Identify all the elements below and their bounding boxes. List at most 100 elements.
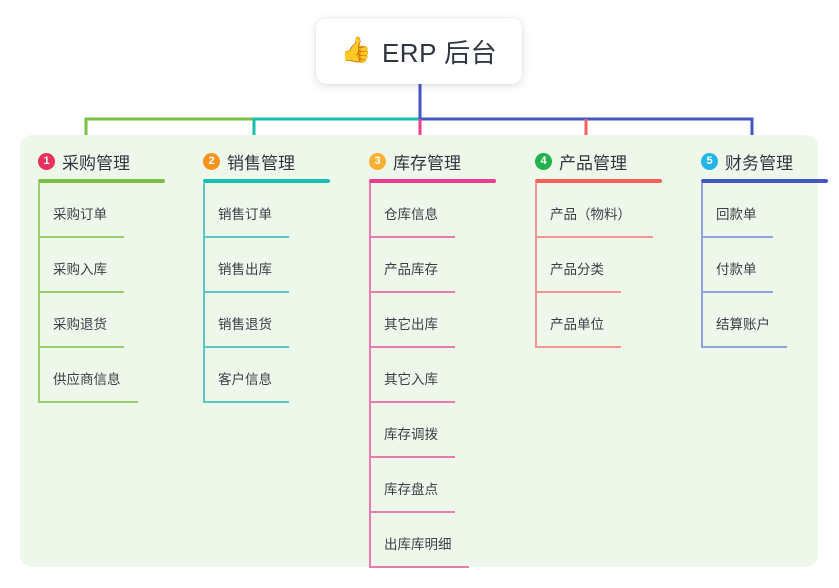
node-item[interactable]: 销售出库 (185, 238, 330, 293)
node-item-rule (38, 346, 124, 348)
node-item-label: 销售退货 (218, 317, 272, 332)
column-items-sales: 销售订单销售出库销售退货客户信息 (185, 183, 330, 403)
node-item-rule (369, 456, 455, 458)
column-header-product[interactable]: 4 产品管理 (517, 148, 662, 174)
node-item-label: 销售出库 (218, 262, 272, 277)
node-item-label: 客户信息 (218, 372, 272, 387)
node-item-label: 采购退货 (53, 317, 107, 332)
node-item-rule (203, 346, 289, 348)
node-item-label: 供应商信息 (53, 372, 121, 387)
node-item-label: 库存盘点 (384, 482, 438, 497)
column-header-finance[interactable]: 5 财务管理 (683, 148, 828, 174)
node-item[interactable]: 采购退货 (20, 293, 165, 348)
node-item-label: 产品（物料） (550, 207, 631, 222)
column-badge-finance: 5 (701, 152, 718, 170)
column-rule-procurement (38, 179, 165, 183)
root-title: ERP 后台 (381, 37, 498, 68)
node-item-rule (701, 236, 773, 238)
column-spine-product (535, 183, 537, 348)
node-item[interactable]: 产品库存 (351, 238, 496, 293)
node-item-rule (203, 236, 289, 238)
node-item[interactable]: 结算账户 (683, 293, 828, 348)
node-item-label: 仓库信息 (384, 207, 438, 222)
column-badge-product: 4 (535, 152, 552, 170)
node-item-label: 出库库明细 (384, 537, 452, 552)
column-rule-sales (203, 179, 330, 183)
column-procurement: 1 采购管理采购订单采购入库采购退货供应商信息 (20, 148, 165, 403)
column-badge-inventory: 3 (369, 152, 386, 170)
node-item[interactable]: 其它入库 (351, 348, 496, 403)
column-rule-finance (701, 179, 828, 183)
column-items-product: 产品（物料） 产品分类产品单位 (517, 183, 662, 348)
node-item[interactable]: 回款单 (683, 183, 828, 238)
node-item-rule (369, 236, 455, 238)
column-title-sales: 销售管理 (227, 153, 295, 173)
node-item-label: 其它出库 (384, 317, 438, 332)
node-item[interactable]: 库存盘点 (351, 458, 496, 513)
column-header-procurement[interactable]: 1 采购管理 (20, 148, 165, 174)
column-badge-sales: 2 (203, 152, 220, 170)
node-item[interactable]: 仓库信息 (351, 183, 496, 238)
column-inventory: 3 库存管理仓库信息产品库存其它出库其它入库库存调拨库存盘点出库库明细 (351, 148, 496, 568)
node-item[interactable]: 销售订单 (185, 183, 330, 238)
branches-panel (20, 135, 818, 567)
column-product: 4 产品管理产品（物料） 产品分类产品单位 (517, 148, 662, 348)
node-item-rule (535, 291, 621, 293)
node-item[interactable]: 付款单 (683, 238, 828, 293)
node-item-rule (38, 401, 138, 403)
column-sales: 2 销售管理销售订单销售出库销售退货客户信息 (185, 148, 330, 403)
node-item-rule (38, 291, 124, 293)
node-item[interactable]: 销售退货 (185, 293, 330, 348)
node-item-rule (369, 291, 455, 293)
node-item[interactable]: 供应商信息 (20, 348, 165, 403)
node-item-rule (701, 346, 787, 348)
column-rule-product (535, 179, 662, 183)
root-node[interactable]: 👍 ERP 后台 (316, 18, 522, 84)
column-spine-finance (701, 183, 703, 348)
node-item-label: 回款单 (716, 207, 757, 222)
column-title-inventory: 库存管理 (393, 153, 461, 173)
node-item-rule (701, 291, 773, 293)
column-finance: 5 财务管理回款单付款单结算账户 (683, 148, 828, 348)
column-spine-sales (203, 183, 205, 403)
node-item-rule (369, 511, 455, 513)
column-items-procurement: 采购订单采购入库采购退货供应商信息 (20, 183, 165, 403)
node-item-rule (38, 236, 124, 238)
node-item-rule (535, 236, 653, 238)
node-item-label: 产品库存 (384, 262, 438, 277)
node-item-label: 采购入库 (53, 262, 107, 277)
node-item[interactable]: 采购入库 (20, 238, 165, 293)
node-item-label: 销售订单 (218, 207, 272, 222)
column-header-sales[interactable]: 2 销售管理 (185, 148, 330, 174)
node-item[interactable]: 出库库明细 (351, 513, 496, 568)
node-item[interactable]: 库存调拨 (351, 403, 496, 458)
thumbs-up-icon: 👍 (340, 35, 372, 64)
column-badge-procurement: 1 (38, 152, 55, 170)
node-item-label: 付款单 (716, 262, 757, 277)
node-item-label: 库存调拨 (384, 427, 438, 442)
node-item-rule (203, 401, 289, 403)
node-item[interactable]: 客户信息 (185, 348, 330, 403)
column-items-finance: 回款单付款单结算账户 (683, 183, 828, 348)
node-item[interactable]: 产品（物料） (517, 183, 662, 238)
node-item[interactable]: 采购订单 (20, 183, 165, 238)
node-item-rule (369, 401, 455, 403)
node-item-label: 产品单位 (550, 317, 604, 332)
node-item[interactable]: 产品单位 (517, 293, 662, 348)
node-item[interactable]: 产品分类 (517, 238, 662, 293)
node-item-label: 结算账户 (716, 317, 770, 332)
column-title-product: 产品管理 (559, 153, 627, 173)
node-item[interactable]: 其它出库 (351, 293, 496, 348)
column-header-inventory[interactable]: 3 库存管理 (351, 148, 496, 174)
node-item-label: 采购订单 (53, 207, 107, 222)
column-spine-inventory (369, 183, 371, 568)
node-item-rule (369, 566, 469, 568)
node-item-label: 其它入库 (384, 372, 438, 387)
node-item-rule (369, 346, 455, 348)
column-title-finance: 财务管理 (725, 153, 793, 173)
column-rule-inventory (369, 179, 496, 183)
node-item-rule (203, 291, 289, 293)
column-title-procurement: 采购管理 (62, 153, 130, 173)
node-item-label: 产品分类 (550, 262, 604, 277)
